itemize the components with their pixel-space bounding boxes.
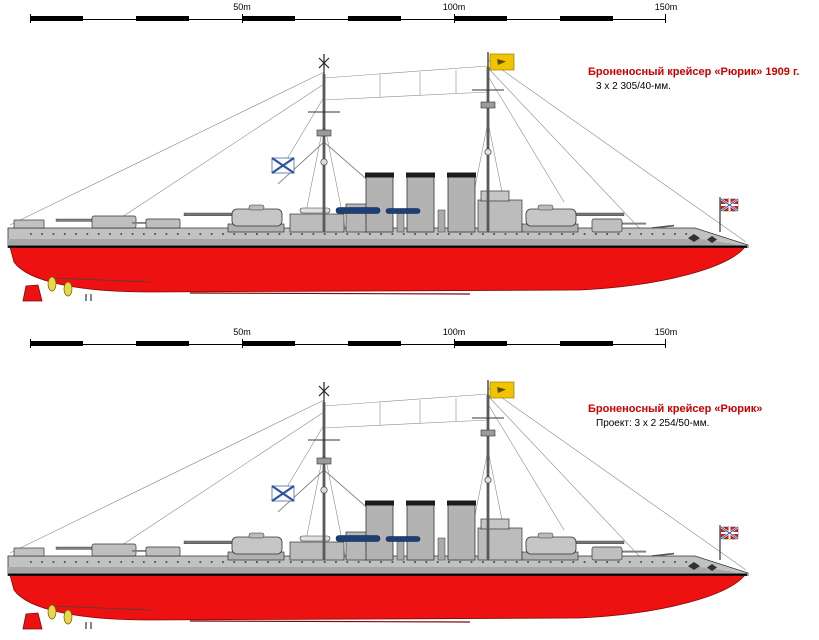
scale-label-100m: 100m [442, 2, 466, 12]
scale-segment [136, 341, 189, 346]
scale-segment [30, 341, 83, 346]
scale-tick [454, 14, 455, 23]
scale-segment [136, 16, 189, 21]
scale-tick [242, 339, 243, 348]
caption-project: Броненосный крейсер «Рюрик» Проект: 3 х … [588, 403, 816, 429]
scale-segment [454, 341, 507, 346]
scale-segment [348, 341, 401, 346]
scale-segment [454, 16, 507, 21]
caption-1909: Броненосный крейсер «Рюрик» 1909 г. 3 х … [588, 66, 816, 92]
scale-tick [665, 14, 666, 23]
scale-segment [242, 16, 295, 21]
scale-segment [30, 16, 83, 21]
scale-tick [454, 339, 455, 348]
scale-segment [348, 16, 401, 21]
scale-bar: 50m 100m 150m [30, 2, 677, 23]
scale-tick [665, 339, 666, 348]
drawing-title: Броненосный крейсер «Рюрик» 1909 г. [588, 66, 800, 78]
drawing-rurik-project: 50m 100m 150m Броненосный крейсер «Рюрик… [0, 325, 819, 640]
scale-tick [242, 14, 243, 23]
drawing-subtitle: 3 х 2 305/40-мм. [596, 81, 671, 92]
scale-label-150m: 150m [654, 2, 678, 12]
scale-bar: 50m 100m 150m [30, 327, 677, 348]
scale-segment [560, 16, 613, 21]
scale-label-50m: 50m [233, 327, 251, 337]
scale-label-150m: 150m [654, 327, 678, 337]
scale-tick [30, 14, 31, 23]
scale-label-50m: 50m [233, 2, 251, 12]
drawing-title: Броненосный крейсер «Рюрик» [588, 403, 763, 415]
drawing-rurik-1909: 50m 100m 150m Броненосный крейсер «Рюрик… [6, 2, 816, 303]
scale-segment [242, 341, 295, 346]
drawing-subtitle: Проект: 3 х 2 254/50-мм. [596, 418, 710, 429]
scale-tick [30, 339, 31, 348]
scale-segment [560, 341, 613, 346]
scale-label-100m: 100m [442, 327, 466, 337]
